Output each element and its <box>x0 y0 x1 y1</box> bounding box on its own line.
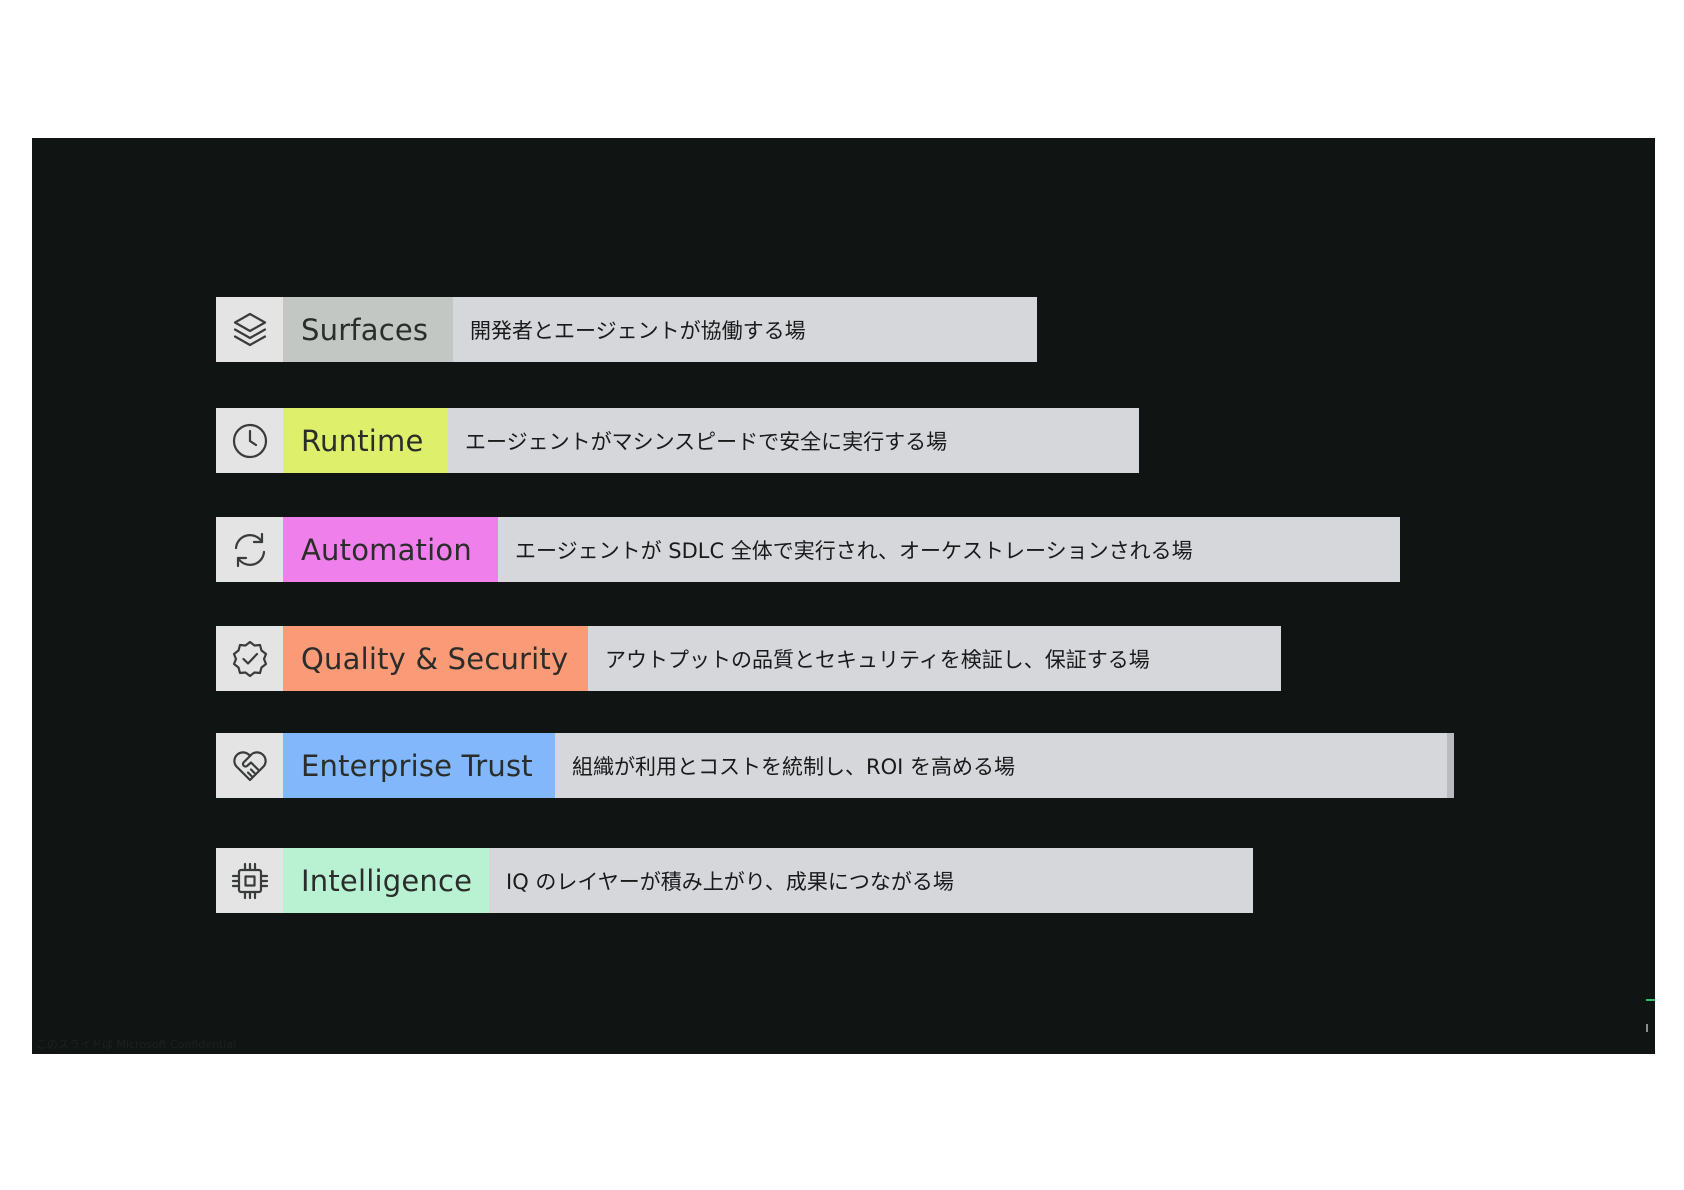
icon-box-quality-security <box>216 626 283 691</box>
row-quality-security: Quality & Security アウトプットの品質とセキュリティを検証し、… <box>216 626 1281 691</box>
icon-box-enterprise-trust <box>216 733 283 798</box>
row-label: Quality & Security <box>283 626 588 691</box>
row-label: Intelligence <box>283 848 489 913</box>
icon-box-intelligence <box>216 848 283 913</box>
row-enterprise-trust: Enterprise Trust 組織が利用とコストを統制し、ROI を高める場 <box>216 733 1454 798</box>
row-description: エージェントがマシンスピードで安全に実行する場 <box>448 408 1139 473</box>
row-label: Automation <box>283 517 498 582</box>
layers-icon <box>233 312 266 346</box>
row-description: 開発者とエージェントが協働する場 <box>453 297 1037 362</box>
icon-box-surfaces <box>216 297 283 362</box>
row-surfaces: Surfaces 開発者とエージェントが協働する場 <box>216 297 1037 362</box>
row-runtime: Runtime エージェントがマシンスピードで安全に実行する場 <box>216 408 1139 473</box>
row-description: 組織が利用とコストを統制し、ROI を高める場 <box>555 733 1454 798</box>
row-description: IQ のレイヤーが積み上がり、成果につながる場 <box>489 848 1253 913</box>
row-automation: Automation エージェントが SDLC 全体で実行され、オーケストレーシ… <box>216 517 1400 582</box>
icon-box-runtime <box>216 408 283 473</box>
chip-icon <box>231 862 268 899</box>
icon-box-automation <box>216 517 283 582</box>
verified-badge-icon <box>232 640 267 677</box>
row-description: アウトプットの品質とセキュリティを検証し、保証する場 <box>588 626 1281 691</box>
slide: Surfaces 開発者とエージェントが協働する場 Runtime エージェント… <box>32 138 1655 1054</box>
heart-handshake-icon <box>232 750 267 781</box>
refresh-icon <box>234 532 265 567</box>
corner-mark <box>1646 999 1655 1001</box>
row-label: Enterprise Trust <box>283 733 555 798</box>
footer-text: このスライドは Microsoft Confidential <box>36 1038 237 1051</box>
row-description: エージェントが SDLC 全体で実行され、オーケストレーションされる場 <box>498 517 1400 582</box>
clock-icon <box>232 423 267 458</box>
corner-mark <box>1646 1024 1648 1032</box>
row-label: Runtime <box>283 408 448 473</box>
row-label: Surfaces <box>283 297 453 362</box>
row-intelligence: Intelligence IQ のレイヤーが積み上がり、成果につながる場 <box>216 848 1253 913</box>
